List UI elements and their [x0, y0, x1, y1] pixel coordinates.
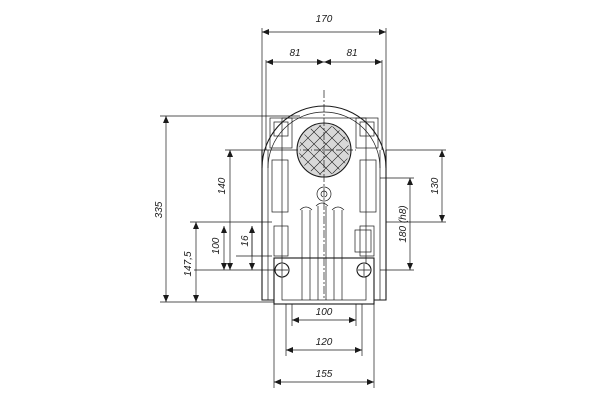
dim-120: 120 — [316, 337, 333, 348]
dim-155: 155 — [316, 369, 333, 380]
dim-100-horizontal: 100 — [316, 307, 333, 318]
dim-170: 170 — [316, 14, 333, 25]
dimension-left: 335 140 147,5 100 16 — [154, 115, 300, 303]
dim-81-left: 81 — [289, 48, 300, 59]
dim-81-right: 81 — [346, 48, 357, 59]
dim-147-5: 147,5 — [183, 251, 194, 276]
dim-100-vertical: 100 — [211, 237, 222, 254]
dim-130: 130 — [430, 177, 441, 194]
dimension-bottom: 100 120 155 — [273, 304, 375, 388]
oil-plug-icon — [316, 186, 332, 202]
dim-335: 335 — [154, 201, 165, 218]
dimension-right: 130 180 (h8) — [380, 149, 446, 271]
dim-180-h8: 180 (h8) — [398, 205, 409, 242]
output-shaft-hatched — [292, 90, 356, 300]
dim-16: 16 — [240, 235, 251, 247]
dimension-top: 170 81 81 — [261, 14, 387, 170]
cooling-fins — [299, 202, 345, 300]
dim-140: 140 — [217, 177, 228, 194]
